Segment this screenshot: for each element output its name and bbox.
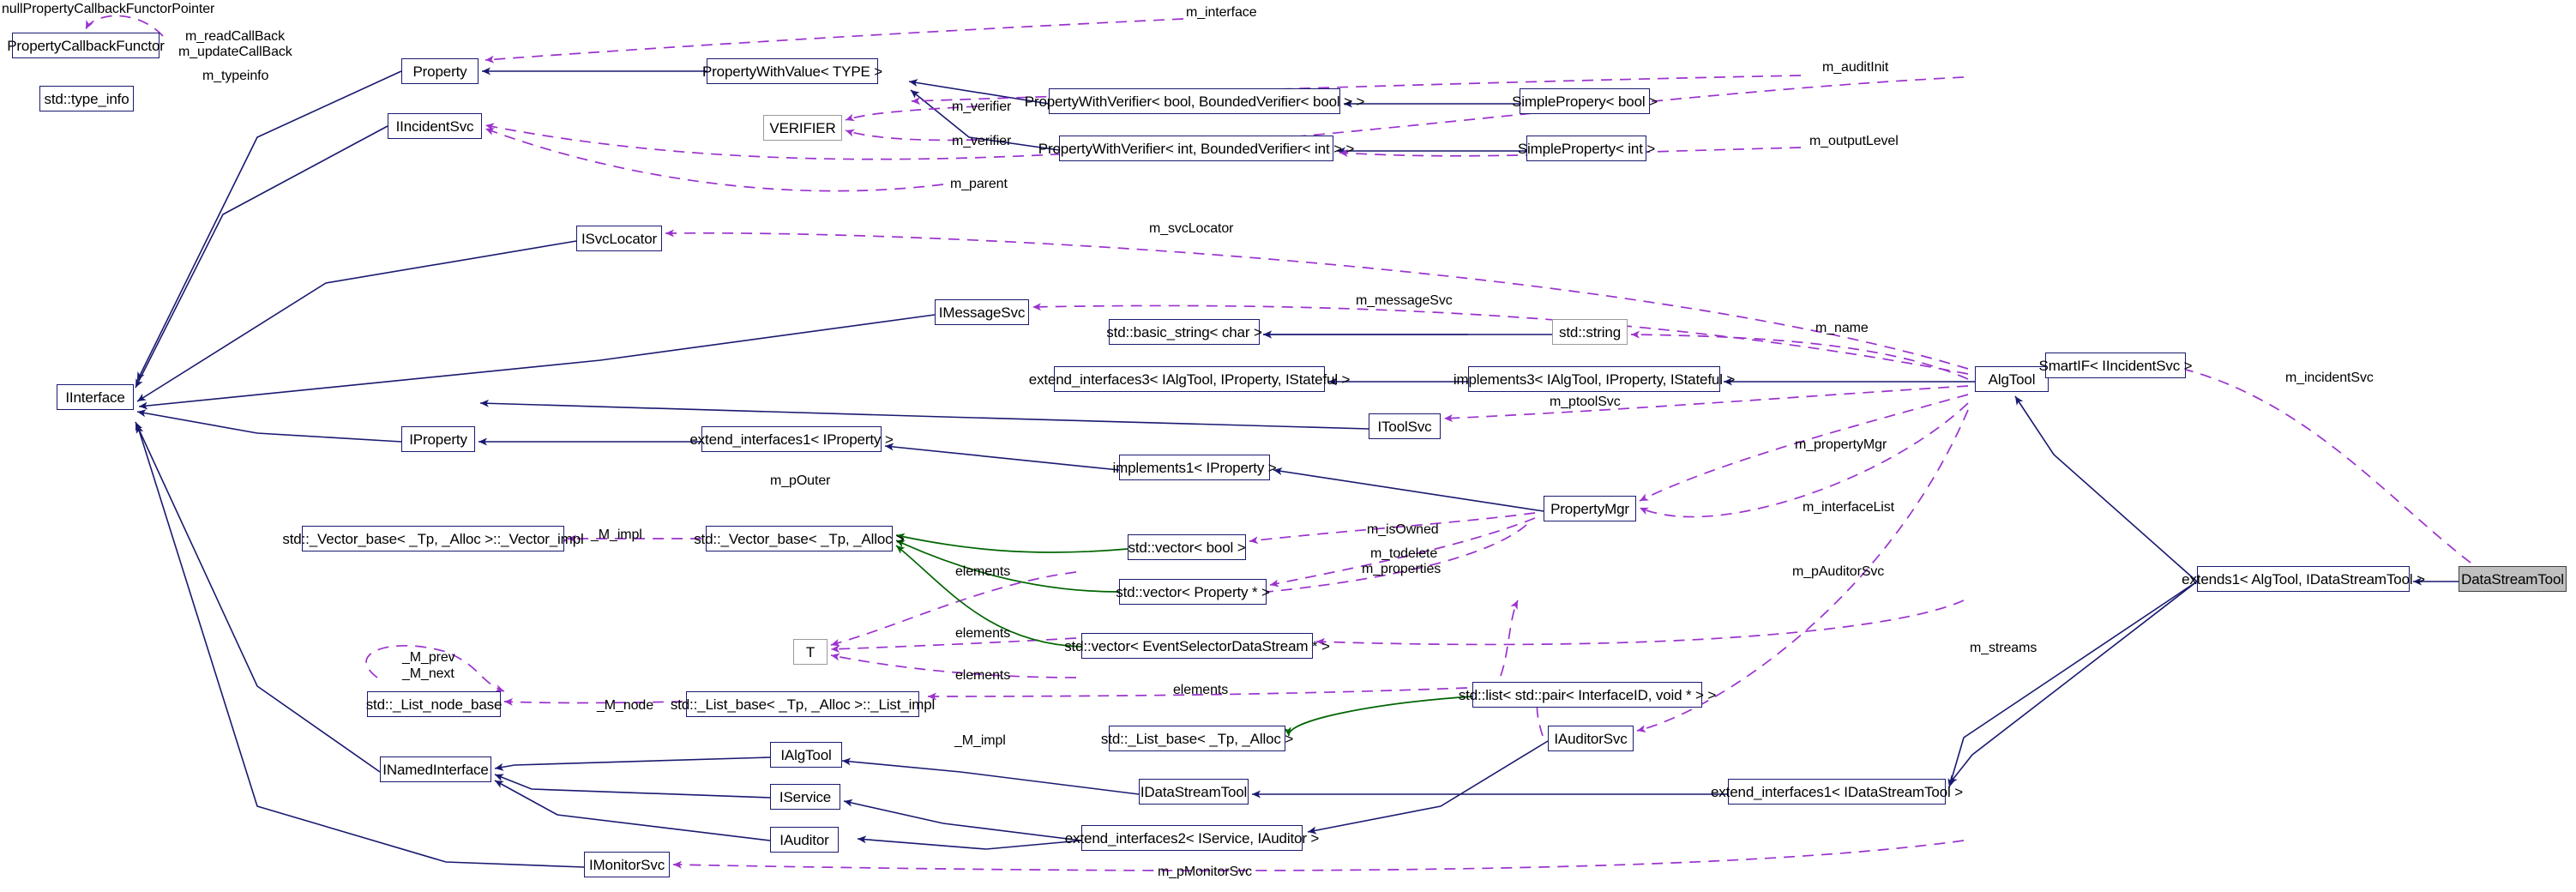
- class-node-n8[interactable]: PropertyWithVerifier< int, BoundedVerifi…: [1038, 136, 1354, 161]
- class-node-n20[interactable]: IProperty: [401, 426, 475, 452]
- edge-label-l11: m_svcLocator: [1149, 221, 1234, 236]
- edge-label-l17: m_pOuter: [770, 473, 831, 488]
- class-node-n10[interactable]: SimpleProperty< int >: [1518, 136, 1655, 161]
- class-node-n18[interactable]: SmartIF< IIncidentSvc >: [2039, 353, 2193, 378]
- edge-label-l29: _M_prev: [402, 650, 455, 665]
- edge-label-l6: m_verifier: [952, 99, 1012, 114]
- edge-label-l3: m_updateCallBack: [178, 45, 292, 59]
- class-node-n36[interactable]: INamedInterface: [380, 756, 491, 782]
- edge-label-l15: m_ptoolSvc: [1550, 395, 1621, 409]
- edge-label-l31: _M_node: [597, 698, 654, 713]
- edge-label-l9: m_outputLevel: [1809, 134, 1899, 148]
- edge-label-l27: elements: [1173, 683, 1229, 697]
- class-node-n2[interactable]: std::type_info: [39, 86, 134, 112]
- class-node-n22[interactable]: IToolSvc: [1369, 413, 1441, 439]
- class-node-n19[interactable]: IInterface: [57, 384, 134, 410]
- edge-label-l22: m_properties: [1362, 562, 1441, 576]
- class-node-n41[interactable]: extend_interfaces2< IService, IAuditor >: [1065, 825, 1319, 851]
- class-node-n21[interactable]: extend_interfaces1< IProperty >: [689, 426, 894, 452]
- class-node-n13[interactable]: std::basic_string< char >: [1106, 319, 1262, 345]
- class-node-n4[interactable]: PropertyWithValue< TYPE >: [702, 58, 882, 84]
- class-node-n24[interactable]: PropertyMgr: [1544, 496, 1636, 521]
- class-node-n43[interactable]: extend_interfaces1< IDataStreamTool >: [1711, 779, 1963, 805]
- class-node-n29[interactable]: T: [793, 639, 828, 665]
- class-node-n7[interactable]: PropertyWithVerifier< bool, BoundedVerif…: [1025, 88, 1364, 114]
- edge-label-l21: m_todelete: [1370, 546, 1438, 561]
- class-node-n14[interactable]: std::string: [1552, 319, 1628, 345]
- edge-label-l32: _M_impl: [954, 733, 1006, 748]
- edge-label-l19: _M_impl: [591, 527, 642, 542]
- edge-label-l1: nullPropertyCallbackFunctorPointer: [2, 2, 215, 16]
- edge-label-l24: elements: [955, 564, 1011, 579]
- class-node-n32[interactable]: std::_List_base< _Tp, _Alloc >::_List_im…: [671, 691, 935, 717]
- class-node-n3[interactable]: Property: [401, 58, 478, 84]
- class-node-n35[interactable]: IAuditorSvc: [1548, 726, 1634, 751]
- class-node-n44[interactable]: extends1< AlgTool, IDataStreamTool >: [2182, 566, 2425, 592]
- edge-label-l20: m_isOwned: [1367, 522, 1439, 537]
- edge-label-l23: m_pAuditorSvc: [1792, 564, 1885, 579]
- edge-label-l2: m_readCallBack: [185, 29, 285, 44]
- edge-label-l14: m_incidentSvc: [2285, 371, 2374, 385]
- class-node-n31[interactable]: std::_List_node_base: [366, 691, 502, 717]
- class-node-n25[interactable]: std::_Vector_base< _Tp, _Alloc >::_Vecto…: [282, 526, 584, 551]
- class-node-n33[interactable]: std::list< std::pair< InterfaceID, void …: [1459, 682, 1716, 708]
- class-node-n23[interactable]: implements1< IProperty >: [1112, 455, 1277, 480]
- class-node-n27[interactable]: std::vector< bool >: [1128, 534, 1246, 560]
- class-node-n9[interactable]: SimplePropery< bool >: [1512, 88, 1658, 114]
- class-node-n37[interactable]: IAlgTool: [770, 742, 842, 768]
- edge-label-l30: _M_next: [402, 666, 454, 681]
- class-node-n1[interactable]: PropertyCallbackFunctor: [7, 33, 165, 58]
- class-node-n38[interactable]: IService: [770, 784, 840, 810]
- edge-label-l18: m_interfaceList: [1803, 500, 1894, 515]
- class-node-n45[interactable]: DataStreamTool: [2459, 566, 2567, 592]
- edge-label-l7: m_verifier: [952, 134, 1012, 148]
- class-node-n34[interactable]: std::_List_base< _Tp, _Alloc >: [1101, 726, 1293, 751]
- class-node-n39[interactable]: IAuditor: [770, 827, 839, 853]
- class-node-n42[interactable]: IMonitorSvc: [584, 852, 670, 877]
- edge-label-l12: m_messageSvc: [1356, 293, 1453, 308]
- class-node-n5[interactable]: IIncidentSvc: [388, 113, 482, 139]
- edge-label-l16: m_propertyMgr: [1795, 437, 1887, 452]
- class-node-n16[interactable]: implements3< IAlgTool, IProperty, IState…: [1454, 366, 1735, 392]
- edge-label-l33: m_pMonitorSvc: [1158, 865, 1252, 879]
- edge-label-l5: m_interface: [1186, 5, 1257, 20]
- class-node-n30[interactable]: std::vector< EventSelectorDataStream * >: [1064, 633, 1330, 659]
- edge-label-l25: elements: [955, 626, 1011, 641]
- class-node-n26[interactable]: std::_Vector_base< _Tp, _Alloc >: [694, 526, 905, 551]
- edge-label-l8: m_auditInit: [1822, 60, 1889, 75]
- class-node-n11[interactable]: ISvcLocator: [576, 226, 662, 251]
- class-node-n40[interactable]: IDataStreamTool: [1139, 779, 1249, 805]
- edge-label-l26: elements: [955, 668, 1011, 683]
- class-node-n12[interactable]: IMessageSvc: [935, 299, 1029, 325]
- class-node-n17[interactable]: AlgTool: [1975, 366, 2049, 392]
- class-node-n28[interactable]: std::vector< Property * >: [1116, 579, 1270, 605]
- edge-label-l28: m_streams: [1970, 641, 2037, 655]
- edge-label-l10: m_parent: [950, 177, 1008, 191]
- edge-label-l4: m_typeinfo: [202, 69, 269, 83]
- class-node-n15[interactable]: extend_interfaces3< IAlgTool, IProperty,…: [1029, 366, 1350, 392]
- edge-label-l13: m_name: [1815, 321, 1869, 335]
- class-node-n6[interactable]: VERIFIER: [763, 115, 842, 141]
